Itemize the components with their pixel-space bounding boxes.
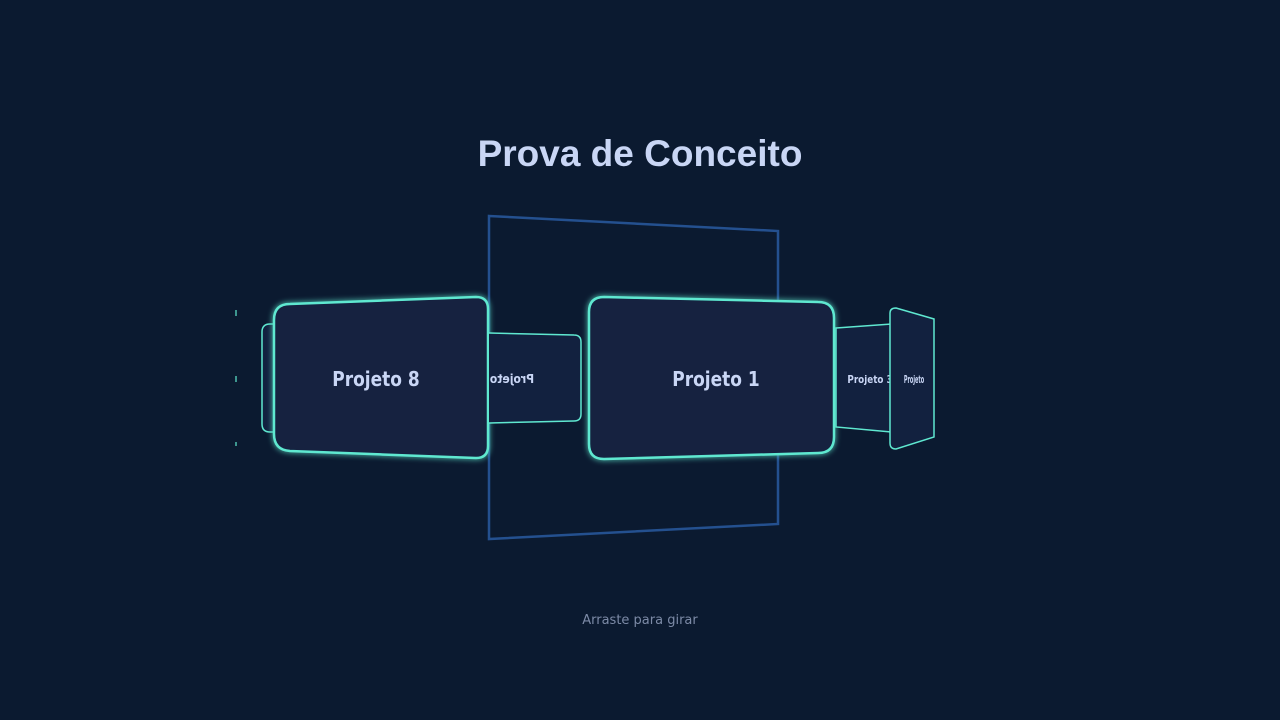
project-card-8-label: Projeto 8	[332, 369, 419, 392]
project-card-back-middle-label: Projeto	[490, 371, 534, 386]
project-card-3[interactable]: Projeto 3	[835, 323, 893, 433]
project-card-far-right-label: Projeto	[904, 374, 924, 387]
project-card-3-label: Projeto 3	[847, 374, 892, 386]
project-card-8[interactable]: Projeto 8	[272, 295, 490, 460]
project-card-back-middle[interactable]: Projeto	[488, 332, 582, 424]
project-card-1-label: Projeto 1	[672, 369, 759, 392]
project-card-1[interactable]: Projeto 1	[587, 295, 836, 461]
page-title: Prova de Conceito	[477, 133, 803, 174]
drag-hint: Arraste para girar	[582, 613, 698, 628]
project-card-far-right[interactable]: Projeto	[889, 307, 935, 450]
project-card-left-edge[interactable]	[261, 323, 276, 433]
